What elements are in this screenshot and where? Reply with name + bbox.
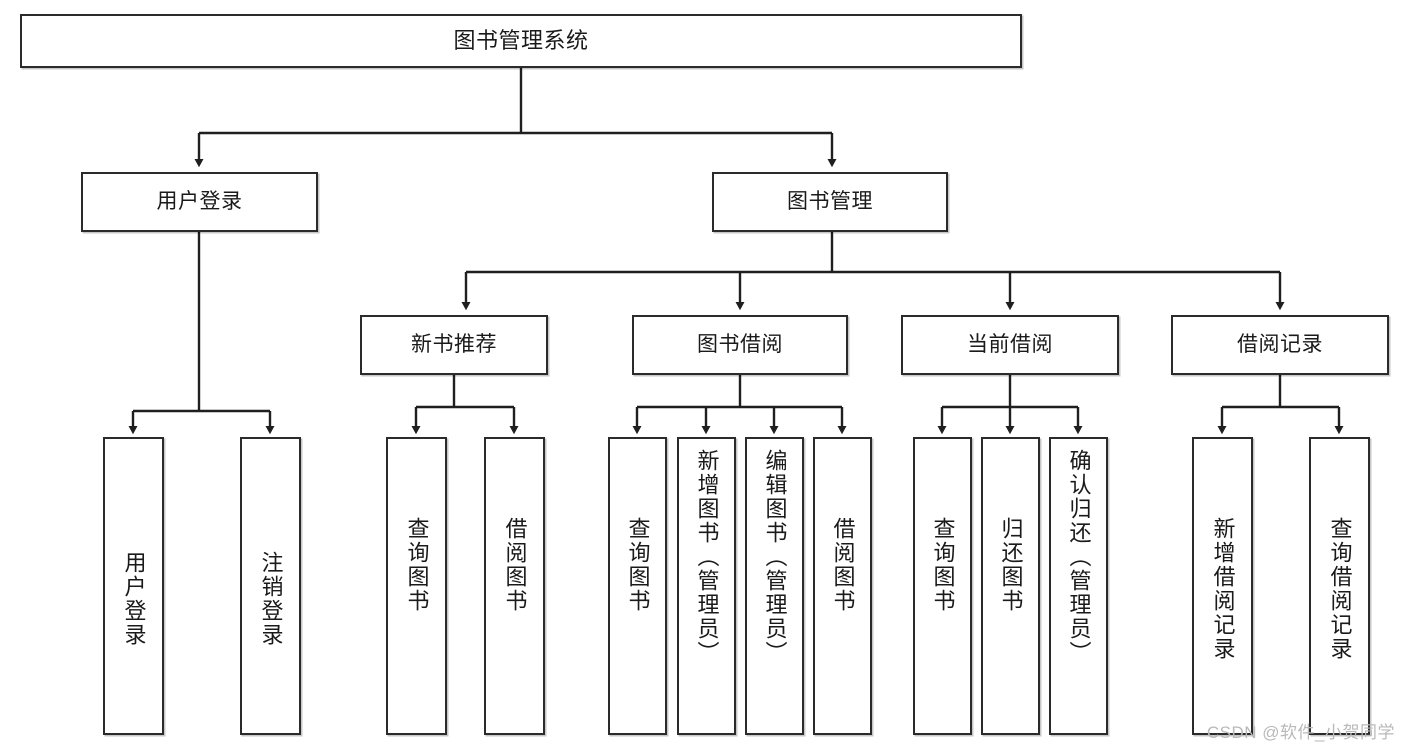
node-label: 用户登录 (121, 551, 147, 647)
node-label: 查询图书 (625, 517, 651, 613)
node-book-borrow[interactable]: 图书借阅 (632, 315, 848, 375)
leaf-record-add[interactable]: 新增借阅记录 (1192, 437, 1253, 735)
node-label: 图书借阅 (697, 333, 783, 357)
leaf-borrow-borrow-book[interactable]: 借阅图书 (813, 437, 872, 735)
node-label: 查询图书 (404, 517, 430, 613)
node-borrow-record[interactable]: 借阅记录 (1171, 315, 1389, 375)
node-label: 新书推荐 (411, 333, 497, 357)
node-label: 图书管理 (787, 190, 873, 214)
node-label: 归还图书 (998, 517, 1024, 613)
node-label: 编辑图书（管理员） (762, 449, 788, 665)
leaf-current-confirm-return-admin[interactable]: 确认归还（管理员） (1049, 437, 1108, 735)
node-label: 注销登录 (258, 551, 284, 647)
node-current-borrow[interactable]: 当前借阅 (901, 315, 1119, 375)
node-root-system[interactable]: 图书管理系统 (20, 14, 1022, 68)
leaf-current-query-book[interactable]: 查询图书 (913, 437, 972, 735)
node-label: 图书管理系统 (453, 27, 589, 53)
leaf-new-book-borrow[interactable]: 借阅图书 (484, 437, 545, 735)
node-label: 查询图书 (930, 517, 956, 613)
node-label: 借阅图书 (502, 517, 528, 613)
node-book-management[interactable]: 图书管理 (712, 172, 948, 232)
node-new-book-recommend[interactable]: 新书推荐 (360, 315, 548, 375)
leaf-user-login-signin[interactable]: 用户登录 (103, 437, 164, 735)
node-label: 当前借阅 (967, 333, 1053, 357)
node-label: 确认归还（管理员） (1066, 449, 1092, 665)
leaf-user-login-signout[interactable]: 注销登录 (240, 437, 301, 735)
watermark: CSDN @软件_小贺同学 (1206, 723, 1395, 742)
node-label: 借阅记录 (1237, 333, 1323, 357)
leaf-new-book-query[interactable]: 查询图书 (386, 437, 447, 735)
leaf-record-query[interactable]: 查询借阅记录 (1309, 437, 1370, 735)
node-label: 新增借阅记录 (1210, 517, 1236, 661)
leaf-current-return-book[interactable]: 归还图书 (981, 437, 1040, 735)
leaf-borrow-edit-book-admin[interactable]: 编辑图书（管理员） (745, 437, 804, 735)
node-label: 用户登录 (156, 190, 243, 214)
node-label: 借阅图书 (830, 517, 856, 613)
node-user-login[interactable]: 用户登录 (81, 172, 318, 232)
leaf-borrow-query-book[interactable]: 查询图书 (608, 437, 667, 735)
node-label: 查询借阅记录 (1327, 517, 1353, 661)
node-label: 新增图书（管理员） (694, 449, 720, 665)
leaf-borrow-add-book-admin[interactable]: 新增图书（管理员） (677, 437, 736, 735)
